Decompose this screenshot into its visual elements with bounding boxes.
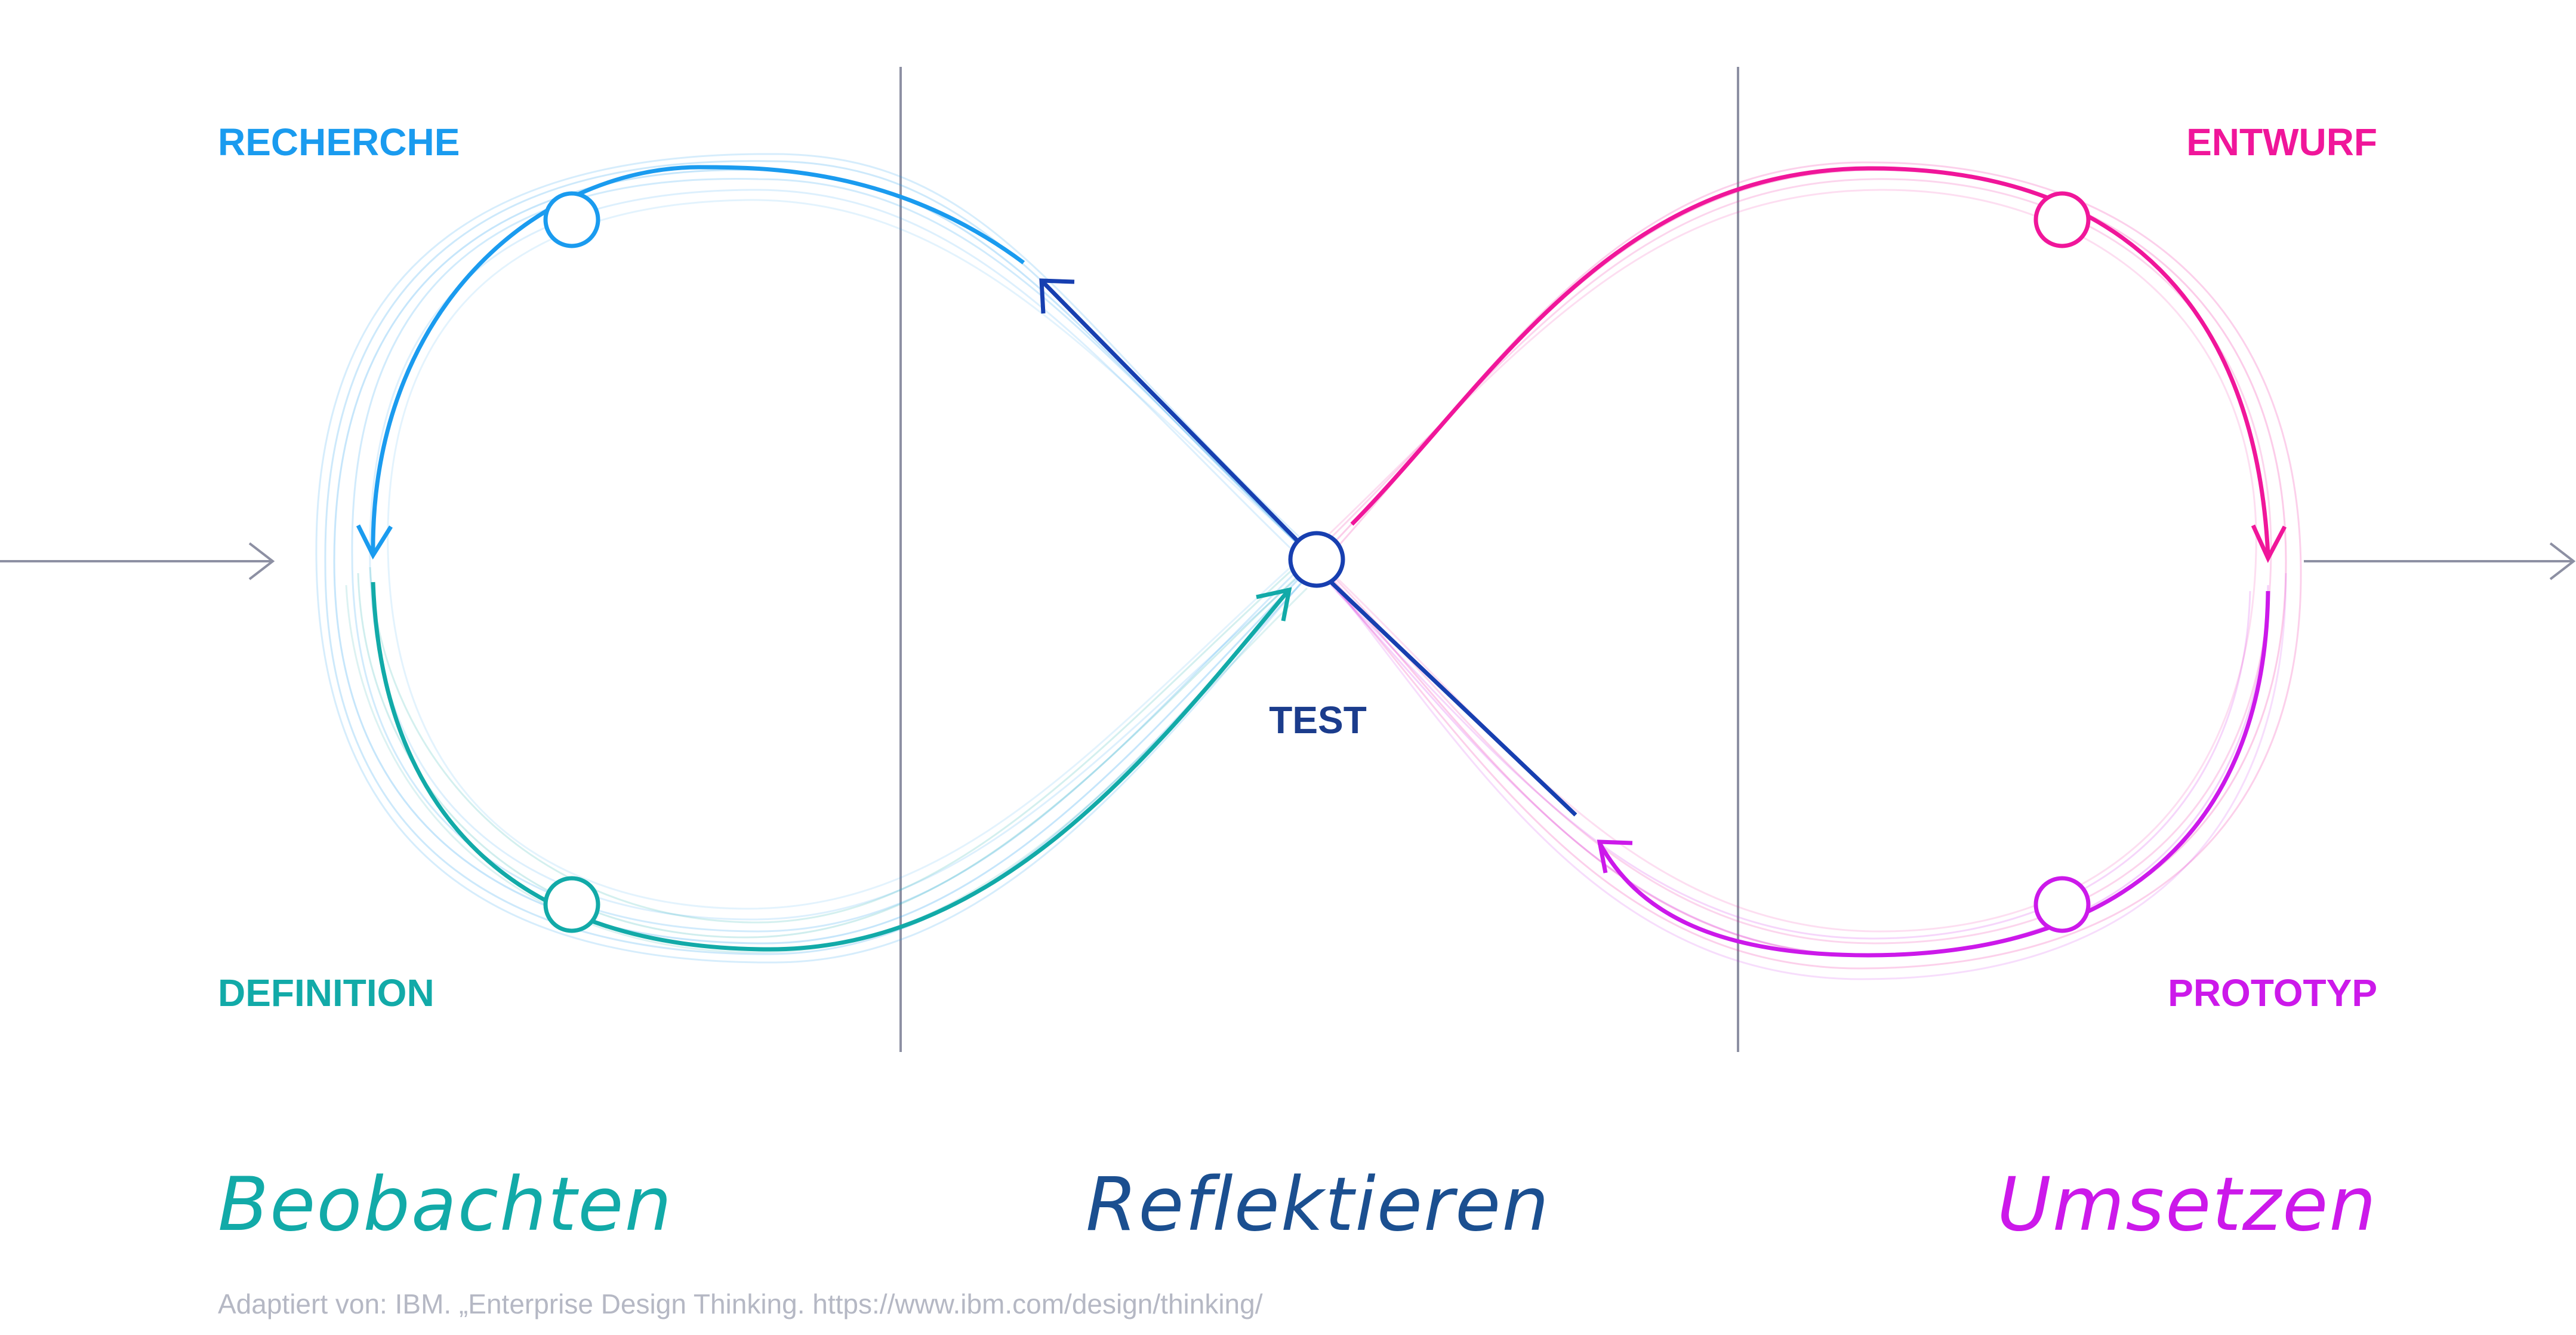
prototype-arc-path <box>1597 590 2270 958</box>
exit-arrow-icon <box>2304 542 2576 580</box>
right-loop-prototype-sketch-strokes <box>1324 573 2287 980</box>
left-loop-sketch-strokes <box>315 153 1323 964</box>
design-node-icon <box>2033 191 2091 248</box>
phase-label-observe: Beobachten <box>218 1162 673 1248</box>
design-arc-path <box>1350 166 2270 556</box>
source-note: Adaptiert von: IBM. „Enterprise Design T… <box>218 1288 1263 1319</box>
test-node-icon <box>1288 531 1345 588</box>
stage-label-definition: DEFINITION <box>218 971 435 1014</box>
phase-label-implement: Umsetzen <box>1997 1162 2377 1248</box>
stage-label-design: ENTWURF <box>2186 121 2377 164</box>
prototype-node-icon <box>2033 876 2091 933</box>
left-loop-definition-sketch-strokes <box>345 566 1308 953</box>
entry-arrow-icon <box>0 542 275 580</box>
right-loop-sketch-strokes <box>1309 161 2302 970</box>
test-to-prototype-path <box>1329 580 1577 817</box>
definition-arc-path <box>371 582 1290 952</box>
phase-label-reflect: Reflektieren <box>1086 1162 1550 1248</box>
research-arc-path <box>371 165 1025 556</box>
test-to-research-path <box>1040 279 1303 546</box>
definition-arrow-icon <box>1256 587 1292 622</box>
research-node-icon <box>543 191 600 248</box>
prototype-arrow-icon <box>1597 839 1633 873</box>
design-arrow-icon <box>2251 524 2287 563</box>
stage-label-research: RECHERCHE <box>218 121 460 164</box>
research-arrow-icon <box>356 524 393 560</box>
test-to-research-arrow-icon <box>1039 278 1075 314</box>
stage-label-prototype: PROTOTYP <box>2168 971 2377 1014</box>
stage-label-test: TEST <box>1269 699 1367 742</box>
definition-node-icon <box>543 876 600 933</box>
